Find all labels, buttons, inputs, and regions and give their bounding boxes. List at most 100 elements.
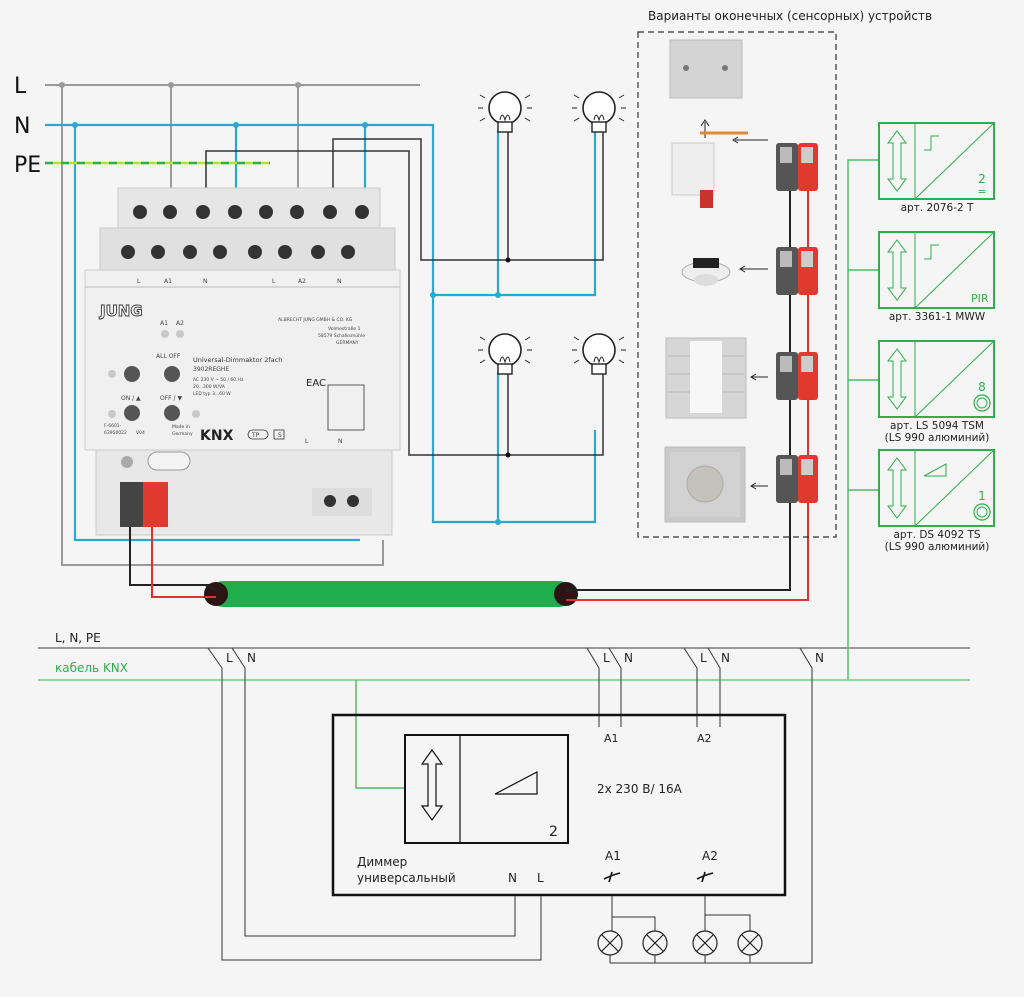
lamp-icon [477, 333, 533, 375]
svg-text:V04: V04 [136, 430, 145, 436]
svg-text:OFF / ▼: OFF / ▼ [160, 395, 182, 402]
lamp-symbol [692, 930, 718, 956]
bus-label-n: N [14, 114, 30, 139]
dimmer-symbol-box [331, 713, 787, 897]
sensor-device-interface [671, 131, 748, 208]
bus-label-pe: PE [14, 153, 41, 178]
svg-text:A1: A1 [160, 320, 168, 327]
brand-logo: JUNG [99, 302, 143, 320]
dimmer-output-icon [603, 871, 714, 883]
ramp-icon [923, 463, 947, 477]
sensor-article-label: арт. LS 5094 TSM [890, 420, 984, 432]
sensor-article-sublabel: (LS 990 алюминий) [885, 432, 990, 444]
bus-terminal [776, 247, 818, 295]
svg-text:Диммер: Диммер [357, 855, 407, 869]
sensor-article-sublabel: (LS 990 алюминий) [885, 541, 990, 553]
bus-terminal [776, 455, 818, 503]
svg-text:2: 2 [549, 824, 558, 840]
lamp-icon [571, 91, 627, 133]
svg-text:A1: A1 [604, 732, 619, 745]
svg-text:универсальный: универсальный [357, 871, 456, 885]
svg-text:L: L [226, 651, 233, 665]
svg-text:GERMANY: GERMANY [336, 340, 359, 346]
sensor-article-label: арт. DS 4092 TS [893, 529, 980, 541]
bidirectional-arrow-icon [887, 239, 907, 301]
l-wires [45, 84, 420, 566]
svg-text:N: N [508, 871, 517, 885]
symbol-corner-label: 1 [978, 489, 986, 503]
svg-text:ON / ▲: ON / ▲ [121, 395, 141, 402]
sensor-device-presence [681, 258, 731, 286]
sensor-bus-line [847, 159, 878, 680]
svg-text:Volmestraße 1: Volmestraße 1 [328, 326, 361, 332]
load-wires [205, 130, 604, 456]
svg-text:TP: TP [251, 432, 260, 439]
n-wires [45, 123, 597, 542]
sensor-article-label: арт. 2076-2 T [901, 202, 974, 214]
svg-text:N: N [203, 278, 208, 285]
svg-text:N: N [624, 651, 633, 665]
svg-text:A1: A1 [605, 849, 621, 863]
svg-text:N: N [815, 651, 824, 665]
symbol-corner-label: PIR [971, 292, 989, 305]
svg-text:LED typ 3...60 W: LED typ 3...60 W [193, 391, 231, 397]
svg-text:AC 230 V ~ 50 / 60 Hz: AC 230 V ~ 50 / 60 Hz [193, 377, 244, 383]
knx-bus-label: кабель KNX [55, 661, 128, 675]
svg-text:EAC: EAC [306, 378, 326, 389]
svg-text:F-6601-: F-6601- [104, 423, 122, 429]
svg-text:L: L [272, 278, 276, 285]
step-icon [924, 135, 939, 151]
actuator-buttons [124, 366, 180, 421]
svg-text:3902REGHE: 3902REGHE [193, 366, 229, 373]
knx-bus-cable [129, 170, 809, 607]
lamp-symbol [642, 930, 668, 956]
devices-dashed-box [637, 31, 837, 538]
touch-button-icon [973, 503, 991, 521]
svg-text:63950022: 63950022 [104, 430, 127, 436]
dimmer-ramp-icon [494, 771, 538, 795]
svg-text:A2: A2 [697, 732, 712, 745]
symbol-corner-label: = [977, 185, 986, 198]
svg-text:L: L [700, 651, 707, 665]
svg-text:ALL OFF: ALL OFF [156, 353, 181, 360]
bus-terminal [776, 352, 818, 400]
svg-text:N: N [337, 278, 342, 285]
symbol-corner-label: 2 [978, 172, 986, 186]
bus-terminal [776, 143, 818, 191]
bidirectional-arrow-icon [887, 348, 907, 410]
dimmer-actuator-device: L A1 N L A2 N JUNG A1 A2 ALBRECHT JUNG G… [84, 187, 401, 536]
sensor-device-rotary [664, 446, 746, 523]
bus-label-l: L [14, 74, 27, 99]
svg-text:A2: A2 [702, 849, 718, 863]
svg-text:ALBRECHT JUNG GMBH & CO. KG: ALBRECHT JUNG GMBH & CO. KG [278, 317, 353, 323]
lamp-icon [477, 91, 533, 133]
svg-text:A2: A2 [176, 320, 184, 327]
step-icon [924, 244, 939, 260]
svg-text:20...300 W/VA: 20...300 W/VA [193, 384, 226, 390]
bidirectional-arrow-icon [887, 457, 907, 519]
svg-text:N: N [338, 438, 343, 445]
bidirectional-arrow-icon [887, 130, 907, 192]
touch-button-icon [973, 394, 991, 412]
svg-text:L: L [537, 871, 544, 885]
svg-text:S: S [278, 432, 282, 439]
svg-text:Made in: Made in [172, 424, 190, 430]
lamp-symbol [597, 930, 623, 956]
svg-text:N: N [247, 651, 256, 665]
sensor-symbol: 1 арт. DS 4092 TS(LS 990 алюминий) [878, 449, 995, 553]
svg-text:L: L [305, 438, 309, 445]
symbol-corner-label: 8 [978, 380, 986, 394]
svg-text:A2: A2 [298, 278, 306, 285]
knx-logo: KNX [200, 428, 234, 444]
svg-text:Germany: Germany [172, 431, 193, 437]
sensor-symbol: 8 арт. LS 5094 TSM(LS 990 алюминий) [878, 340, 995, 444]
schematic-wires [207, 647, 813, 964]
svg-text:A1: A1 [164, 278, 172, 285]
svg-text:2x 230 В/ 16А: 2x 230 В/ 16А [597, 782, 683, 796]
devices-title: Варианты оконечных (сенсорных) устройств [648, 9, 932, 23]
sensor-device-switch [669, 39, 743, 99]
svg-text:N: N [721, 651, 730, 665]
svg-text:Universal-Dimmaktor 2fach: Universal-Dimmaktor 2fach [193, 356, 282, 364]
